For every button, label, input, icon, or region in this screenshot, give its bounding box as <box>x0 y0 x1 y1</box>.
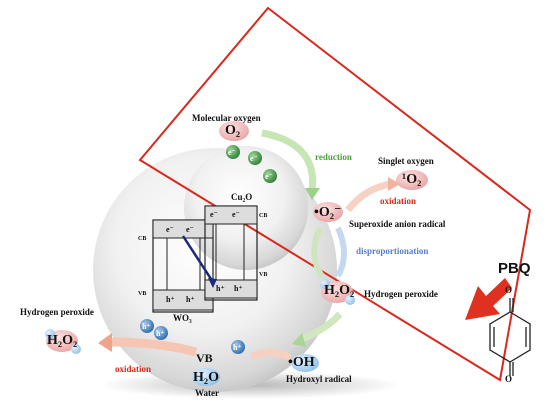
label-disproportionation: disproportionation <box>356 246 429 256</box>
electron-label: e⁻ <box>265 172 273 181</box>
hydroxyl-molecule <box>291 354 319 372</box>
h2o2-atom <box>320 279 330 289</box>
h2o2-atom <box>345 295 355 305</box>
highlight-frame <box>138 6 532 382</box>
wo3-vb-label: VB <box>138 291 147 297</box>
superoxide-molecule <box>313 202 343 222</box>
label-vb: VB <box>196 351 213 365</box>
o2-molecule <box>219 121 249 141</box>
label-reduction: reduction <box>315 152 352 162</box>
wo3-electron: e⁻ <box>186 225 194 234</box>
h2o2-to-oh-arrow <box>298 311 343 344</box>
water-molecule <box>192 368 220 386</box>
cu2o-band-diagram <box>204 205 258 301</box>
label-superoxide: Superoxide anion radical <box>349 219 446 229</box>
formula-h2o2-right: H₂O₂ <box>324 283 355 298</box>
label-molecular-oxygen: Molecular oxygen <box>192 113 261 123</box>
oxidation-arrowhead-right <box>388 177 400 191</box>
label-cu2o: Cu₂O <box>231 192 253 202</box>
charge-transfer-arrowhead <box>208 278 217 288</box>
label-pbq: PBQ <box>498 260 531 277</box>
electron-label: e⁻ <box>250 154 258 163</box>
hole-label: h⁺ <box>233 343 242 352</box>
wo3-hole: h⁺ <box>166 295 175 304</box>
formula-oh: •OH <box>288 355 315 370</box>
label-singlet-oxygen: Singlet oxygen <box>378 156 434 166</box>
hole-ball <box>154 326 168 340</box>
oxidation-arrow-right <box>345 180 391 213</box>
formula-singlet-oxygen: ¹O₂ <box>402 172 422 187</box>
wo3-cb-label: CB <box>138 236 147 242</box>
pbq-oxygen-top: O <box>505 285 513 295</box>
formula-h2o2-left: H₂O₂ <box>47 333 78 348</box>
cu2o-cb-label: CB <box>259 213 268 219</box>
formula-superoxide: •O₂⁻ <box>314 205 342 220</box>
charge-transfer-arrow <box>181 235 215 283</box>
formula-o2: O₂ <box>225 123 241 138</box>
pbq-molecule-structure <box>489 298 531 376</box>
cu2o-hole: h⁺ <box>216 284 225 293</box>
oxidation-arrowhead-left <box>98 333 112 352</box>
label-water: Water <box>195 388 219 398</box>
pbq-oxygen-bottom: O <box>505 374 513 384</box>
reduction-arrow <box>261 129 317 191</box>
label-h2o2-right: Hydrogen peroxide <box>364 289 438 299</box>
pbq-scavenger-arrow <box>465 278 512 320</box>
label-h2o2-left: Hydrogen peroxide <box>20 307 94 317</box>
wo3-electron: e⁻ <box>166 225 174 234</box>
wo3-hole: h⁺ <box>186 295 195 304</box>
cu2o-electron: e⁻ <box>210 210 218 219</box>
electron-ball <box>226 145 240 159</box>
h2o2-atom <box>45 329 55 339</box>
hole-ball <box>140 319 154 333</box>
formula-h2o: H₂O <box>193 370 219 385</box>
h2o2-to-oh-arrowhead <box>292 333 306 347</box>
hole-label: h⁺ <box>156 329 165 338</box>
hole-label: h⁺ <box>142 322 151 331</box>
label-oxidation-left: oxidation <box>115 364 152 374</box>
h2o2-atom <box>71 344 81 354</box>
disproportionation-arrow-right <box>335 226 347 278</box>
label-hydroxyl: Hydroxyl radical <box>286 374 352 384</box>
electron-ball <box>248 151 262 165</box>
singlet-oxygen-molecule <box>396 170 428 190</box>
reduction-arrowhead <box>305 188 320 200</box>
disproportionation-arrow-left <box>311 226 325 278</box>
oxidation-arrow-water <box>250 348 292 362</box>
electron-ball <box>263 169 277 183</box>
label-wo3: WO₃ <box>173 313 192 323</box>
cu2o-hole: h⁺ <box>234 284 243 293</box>
electron-label: e⁻ <box>228 148 236 157</box>
hole-ball <box>231 340 245 354</box>
cu2o-electron: e⁻ <box>232 210 240 219</box>
cu2o-vb-label: VB <box>259 272 268 278</box>
label-oxidation-right: oxidation <box>380 196 417 206</box>
oxidation-arrow-left <box>109 337 198 357</box>
